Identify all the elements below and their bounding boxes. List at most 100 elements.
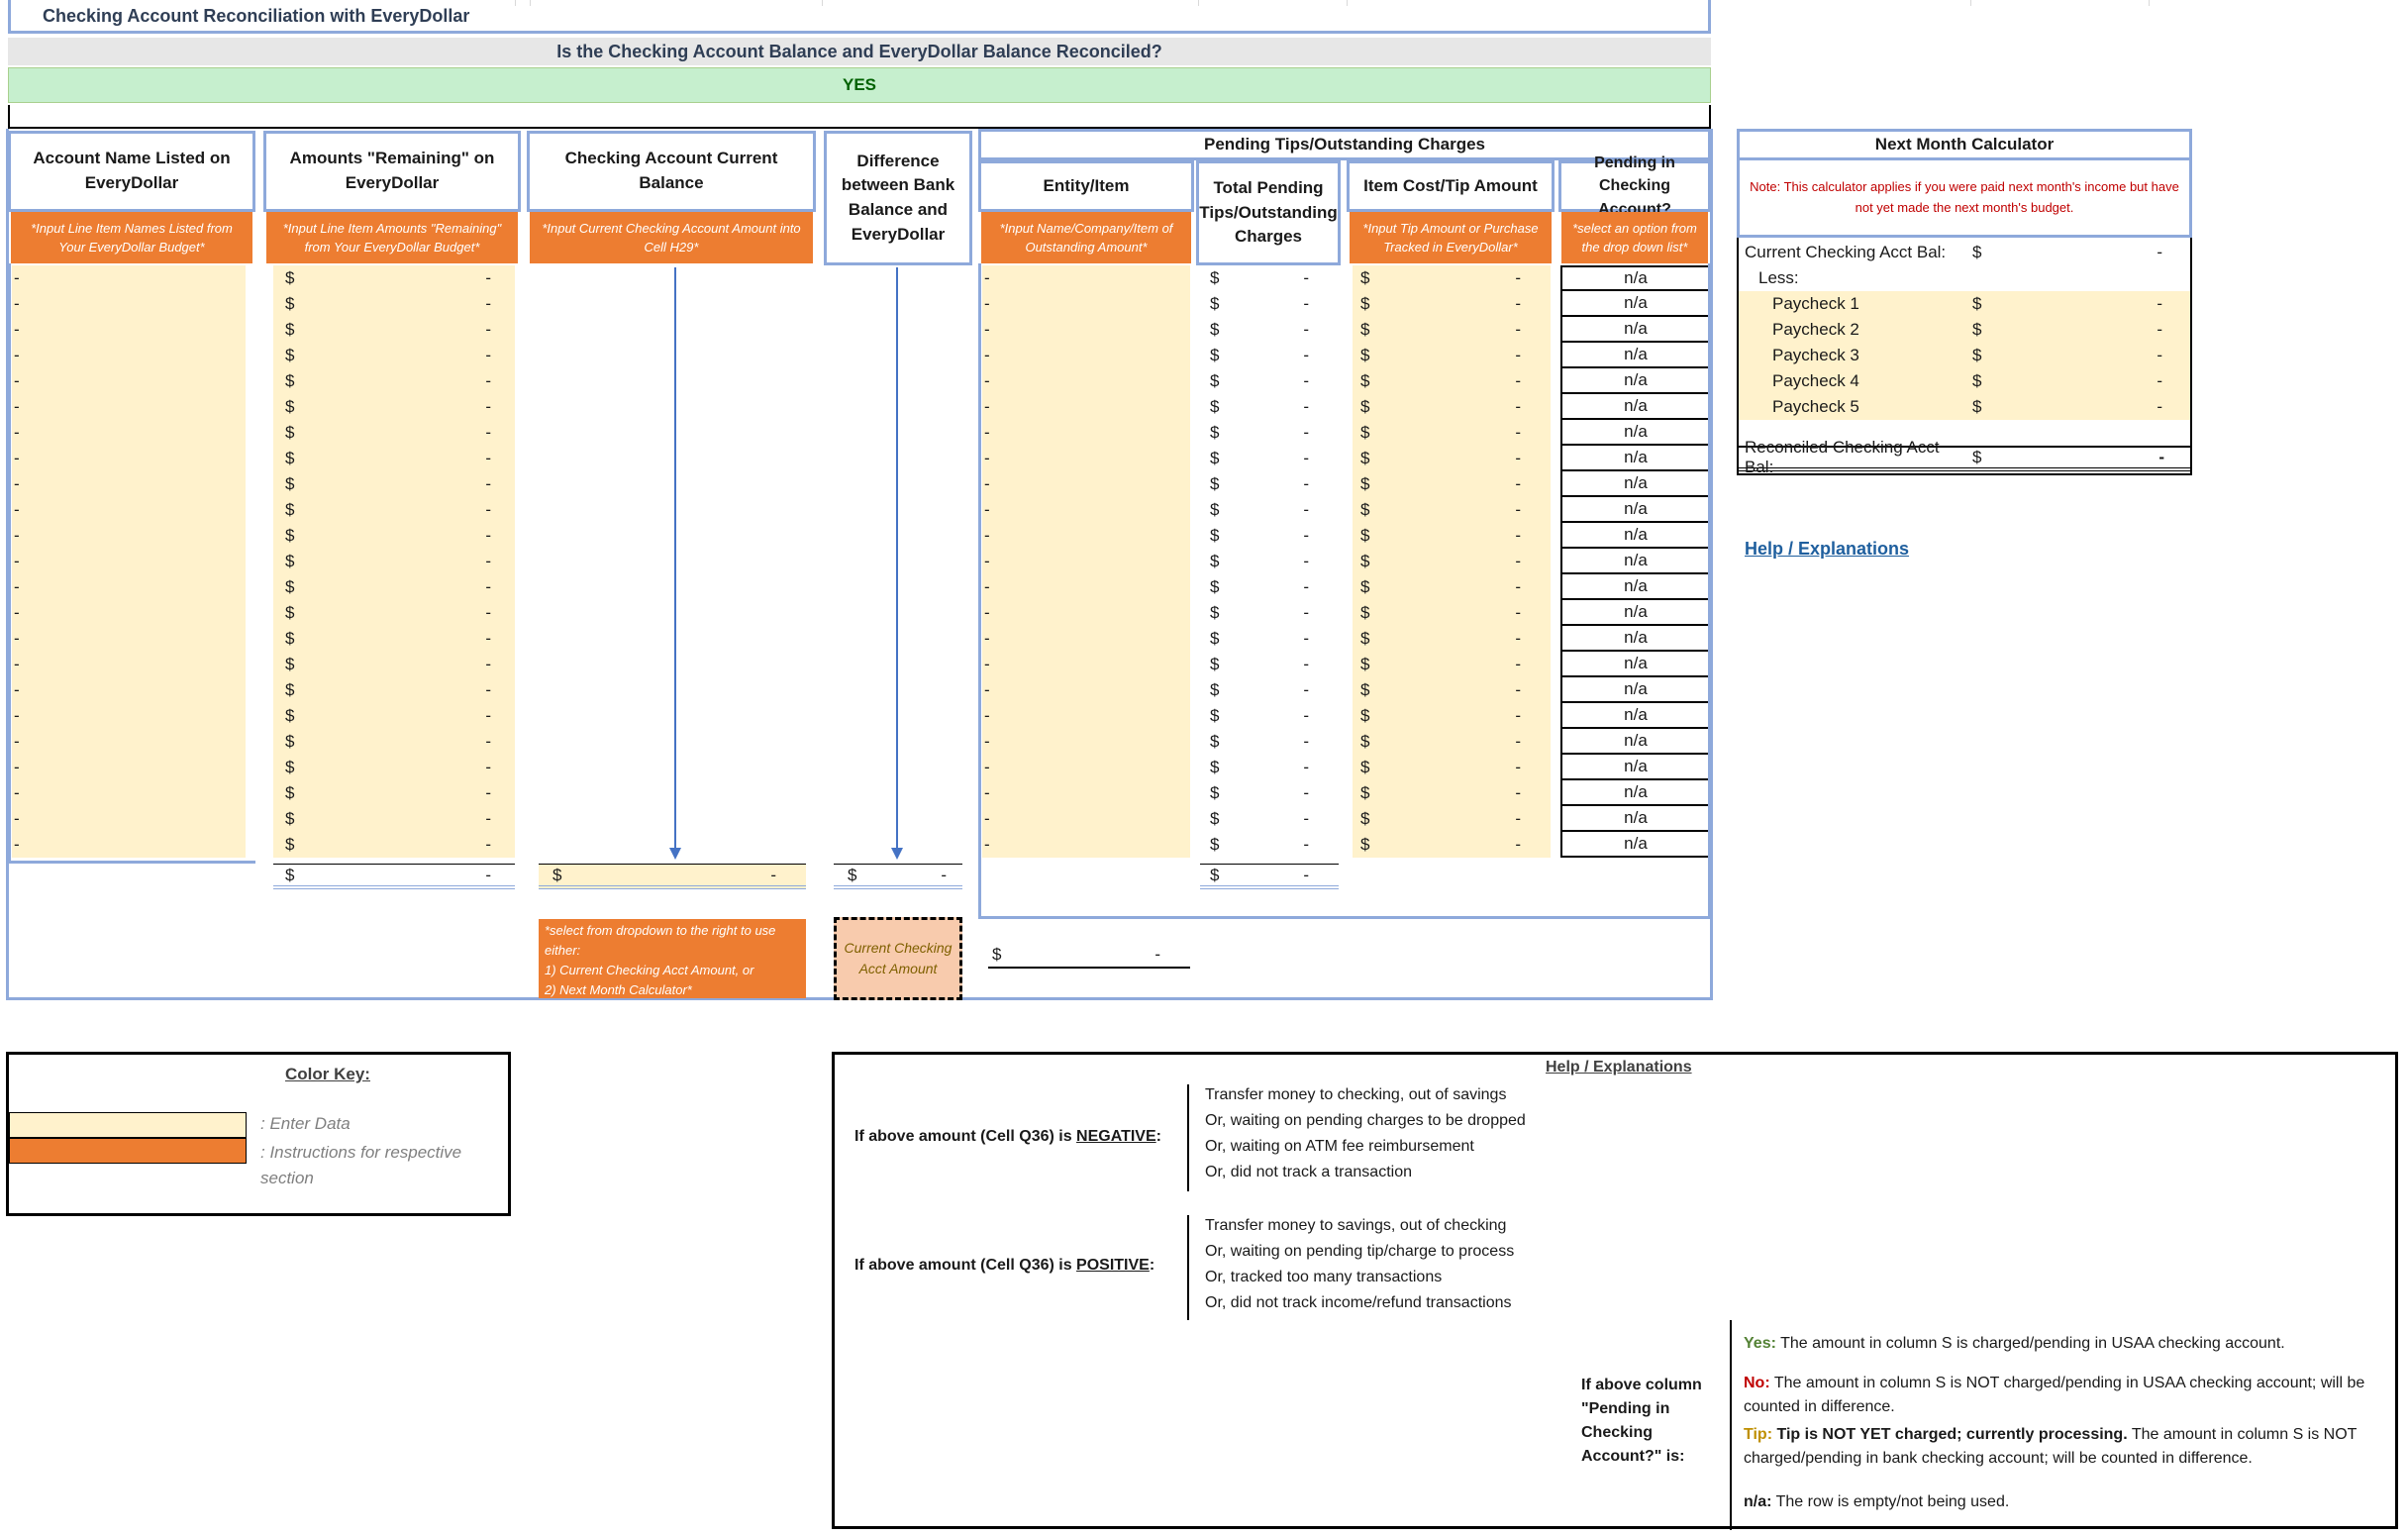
entity-item-cell[interactable]: -: [982, 343, 1190, 368]
item-cost-cell[interactable]: $-: [1353, 549, 1551, 574]
item-cost-cell[interactable]: $-: [1353, 291, 1551, 317]
amount-remaining-cell[interactable]: $-: [273, 394, 515, 420]
entity-item-cell[interactable]: -: [982, 523, 1190, 549]
account-name-cell[interactable]: -: [12, 806, 246, 832]
account-name-cell[interactable]: -: [12, 626, 246, 652]
entity-item-cell[interactable]: -: [982, 497, 1190, 523]
entity-item-cell[interactable]: -: [982, 471, 1190, 497]
account-name-cell[interactable]: -: [12, 832, 246, 858]
amount-remaining-cell[interactable]: $-: [273, 497, 515, 523]
account-name-cell[interactable]: -: [12, 497, 246, 523]
entity-item-cell[interactable]: -: [982, 780, 1190, 806]
entity-item-cell[interactable]: -: [982, 291, 1190, 317]
account-name-cell[interactable]: -: [12, 677, 246, 703]
item-cost-cell[interactable]: $-: [1353, 317, 1551, 343]
entity-item-cell[interactable]: -: [982, 368, 1190, 394]
account-name-cell[interactable]: -: [12, 574, 246, 600]
entity-item-cell[interactable]: -: [982, 549, 1190, 574]
entity-item-cell[interactable]: -: [982, 574, 1190, 600]
item-cost-cell[interactable]: $-: [1353, 626, 1551, 652]
amount-remaining-cell[interactable]: $-: [273, 343, 515, 368]
item-cost-cell[interactable]: $-: [1353, 368, 1551, 394]
item-cost-cell[interactable]: $-: [1353, 703, 1551, 729]
paycheck-row[interactable]: Paycheck 4$-: [1739, 368, 2190, 394]
amount-remaining-cell[interactable]: $-: [273, 549, 515, 574]
account-name-cell[interactable]: -: [12, 343, 246, 368]
amount-remaining-cell[interactable]: $-: [273, 729, 515, 755]
item-cost-cell[interactable]: $-: [1353, 600, 1551, 626]
amount-remaining-cell[interactable]: $-: [273, 368, 515, 394]
entity-item-cell[interactable]: -: [982, 677, 1190, 703]
item-cost-cell[interactable]: $-: [1353, 394, 1551, 420]
entity-item-cell[interactable]: -: [982, 317, 1190, 343]
account-name-cell[interactable]: -: [12, 420, 246, 446]
checking-balance-total[interactable]: $ -: [539, 864, 806, 889]
item-cost-cell[interactable]: $-: [1353, 652, 1551, 677]
paycheck-row[interactable]: Paycheck 3$-: [1739, 343, 2190, 368]
amount-remaining-cell[interactable]: $-: [273, 265, 515, 291]
entity-item-cell[interactable]: -: [982, 394, 1190, 420]
item-cost-cell[interactable]: $-: [1353, 343, 1551, 368]
paycheck-row[interactable]: Paycheck 1$-: [1739, 291, 2190, 317]
item-cost-cell[interactable]: $-: [1353, 574, 1551, 600]
amount-remaining-cell[interactable]: $-: [273, 600, 515, 626]
item-cost-cell[interactable]: $-: [1353, 755, 1551, 780]
account-name-cell[interactable]: -: [12, 780, 246, 806]
account-name-cell[interactable]: -: [12, 265, 246, 291]
amount-remaining-cell[interactable]: $-: [273, 317, 515, 343]
paycheck-row[interactable]: Paycheck 5$-: [1739, 394, 2190, 420]
entity-item-cell[interactable]: -: [982, 652, 1190, 677]
account-name-cell[interactable]: -: [12, 729, 246, 755]
entity-item-cell[interactable]: -: [982, 703, 1190, 729]
account-name-cell[interactable]: -: [12, 291, 246, 317]
item-cost-cell[interactable]: $-: [1353, 471, 1551, 497]
entity-item-cell[interactable]: -: [982, 832, 1190, 858]
amount-remaining-cell[interactable]: $-: [273, 446, 515, 471]
account-name-cell[interactable]: -: [12, 523, 246, 549]
account-name-cell[interactable]: -: [12, 446, 246, 471]
amount-remaining-cell[interactable]: $-: [273, 291, 515, 317]
amount-remaining-cell[interactable]: $-: [273, 780, 515, 806]
amount-remaining-cell[interactable]: $-: [273, 832, 515, 858]
balance-source-dropdown[interactable]: Current Checking Acct Amount: [834, 917, 962, 1000]
item-cost-cell[interactable]: $-: [1353, 523, 1551, 549]
paycheck-row[interactable]: Paycheck 2$-: [1739, 317, 2190, 343]
entity-item-cell[interactable]: -: [982, 420, 1190, 446]
account-name-cell[interactable]: -: [12, 755, 246, 780]
amount-remaining-cell[interactable]: $-: [273, 471, 515, 497]
item-cost-cell[interactable]: $-: [1353, 265, 1551, 291]
entity-item-cell[interactable]: -: [982, 626, 1190, 652]
amount-remaining-cell[interactable]: $-: [273, 652, 515, 677]
item-cost-cell[interactable]: $-: [1353, 446, 1551, 471]
entity-item-cell[interactable]: -: [982, 755, 1190, 780]
entity-item-cell[interactable]: -: [982, 600, 1190, 626]
entity-item-cell[interactable]: -: [982, 446, 1190, 471]
amount-remaining-cell[interactable]: $-: [273, 626, 515, 652]
entity-item-cell[interactable]: -: [982, 806, 1190, 832]
account-name-cell[interactable]: -: [12, 317, 246, 343]
item-cost-cell[interactable]: $-: [1353, 497, 1551, 523]
amount-remaining-cell[interactable]: $-: [273, 677, 515, 703]
help-link[interactable]: Help / Explanations: [1745, 539, 1910, 559]
item-cost-cell[interactable]: $-: [1353, 729, 1551, 755]
entity-item-cell[interactable]: -: [982, 729, 1190, 755]
item-cost-cell[interactable]: $-: [1353, 806, 1551, 832]
amount-remaining-cell[interactable]: $-: [273, 523, 515, 549]
account-name-cell[interactable]: -: [12, 703, 246, 729]
item-cost-cell[interactable]: $-: [1353, 780, 1551, 806]
account-name-cell[interactable]: -: [12, 471, 246, 497]
amount-remaining-cell[interactable]: $-: [273, 806, 515, 832]
amount-remaining-cell[interactable]: $-: [273, 574, 515, 600]
item-cost-cell[interactable]: $-: [1353, 677, 1551, 703]
amount-remaining-cell[interactable]: $-: [273, 420, 515, 446]
account-name-cell[interactable]: -: [12, 394, 246, 420]
account-name-cell[interactable]: -: [12, 549, 246, 574]
item-cost-cell[interactable]: $-: [1353, 420, 1551, 446]
amount-remaining-cell[interactable]: $-: [273, 755, 515, 780]
account-name-cell[interactable]: -: [12, 600, 246, 626]
amount-remaining-cell[interactable]: $-: [273, 703, 515, 729]
account-name-cell[interactable]: -: [12, 652, 246, 677]
account-name-cell[interactable]: -: [12, 368, 246, 394]
entity-item-cell[interactable]: -: [982, 265, 1190, 291]
item-cost-cell[interactable]: $-: [1353, 832, 1551, 858]
